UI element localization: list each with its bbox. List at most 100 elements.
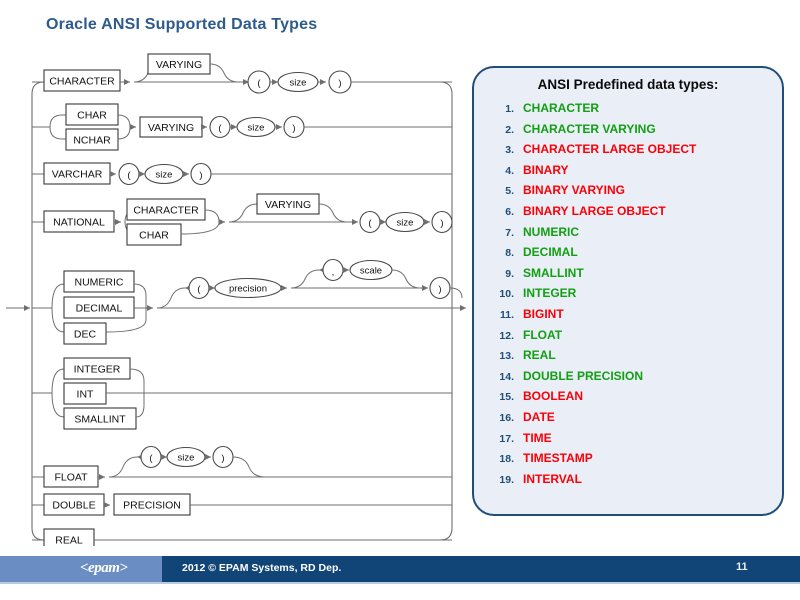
list-item-label: SMALLINT [523,265,584,280]
list-item: 14. DOUBLE PRECISION [484,369,774,390]
token-real-label: REAL [55,535,83,547]
token-precision-label: precision [229,284,267,295]
list-item: 2. CHARACTER VARYING [484,122,774,143]
list-item-label: TIME [523,430,552,445]
token-dec-label: DEC [74,329,97,341]
list-item-label: CHARACTER VARYING [523,121,656,136]
token-char-label: CHAR [77,110,107,122]
token-integer-label: INTEGER [74,364,121,376]
list-item-number: 13. [499,350,514,363]
token-character-label: CHARACTER [49,76,115,88]
list-item: 13. REAL [484,348,774,369]
token-paren-close-3-label: ) [199,170,202,181]
list-item: 9.SMALLINT [484,266,774,287]
list-item-number: 4. [505,164,514,177]
list-item-label: BINARY LARGE OBJECT [523,203,666,218]
list-item: 16.DATE [484,410,774,431]
row-numeric: NUMERIC DECIMAL DEC ( precision [32,258,463,345]
token-size-4-label: size [397,218,414,229]
token-paren-open-6-label: ( [149,453,153,464]
row-float: FLOAT ( size ) [32,445,452,488]
token-nchar-label: NCHAR [73,135,111,147]
token-paren-open-2-label: ( [218,123,222,134]
list-item: 6.BINARY LARGE OBJECT [484,204,774,225]
list-item-label: INTEGER [523,286,577,301]
right-rail-bottom-corner [430,527,453,541]
list-item: 10. INTEGER [484,286,774,307]
token-paren-close-6-label: ) [221,453,224,464]
list-item-label: DOUBLE PRECISION [523,368,644,383]
list-item-label: DECIMAL [523,245,578,260]
token-paren-close-2-label: ) [292,123,295,134]
token-national-label: NATIONAL [53,217,105,229]
token-precision-kw-label: PRECISION [123,500,181,512]
token-character-box [43,69,121,92]
list-item-label: NUMERIC [523,224,579,239]
list-item-number: 17. [499,432,514,445]
token-paren-close-4-label: ) [440,218,443,229]
list-item-number: 1. [505,103,514,115]
row-integer: INTEGER INT SMALLINT [32,357,452,430]
list-item-number: 14. [499,370,514,383]
list-item: 7. NUMERIC [484,225,774,246]
list-item-label: DATE [523,409,555,424]
list-item: 18.TIMESTAMP [484,451,774,472]
list-item-number: 15. [499,391,514,404]
list-item-number: 10. [499,288,514,301]
right-rail-top-corner [430,81,453,95]
footer-copyright: 2012 © EPAM Systems, RD Dep. [182,562,342,574]
list-item-label: BINARY VARYING [523,183,626,198]
token-char-2-label: CHAR [139,230,169,242]
token-numeric-box [63,270,135,293]
list-item-number: 7. [505,226,514,239]
token-paren-open-4-label: ( [368,218,372,229]
list-item: 5. BINARY VARYING [484,183,774,204]
token-size-5-label: size [178,453,195,464]
list-item-number: 19. [499,473,514,486]
token-comma-label: , [332,267,335,278]
list-item: 19.INTERVAL [484,472,774,493]
list-item-number: 5. [505,185,514,198]
token-paren-close-4 [431,210,453,234]
token-varying-3-label: VARYING [265,199,311,211]
row-double-precision: DOUBLE PRECISION [32,493,452,516]
token-int-label: INT [77,389,95,401]
list-item: 1. CHARACTER [484,101,774,122]
list-item: 12.FLOAT [484,328,774,349]
token-scale-label: scale [360,266,382,277]
token-size-3-label: size [156,170,173,181]
list-item-label: REAL [523,348,556,363]
list-item-label: FLOAT [523,327,563,342]
token-paren-close-5-label: ) [438,284,441,295]
list-item-label: CHARACTER LARGE OBJECT [523,142,697,157]
token-smallint-label: SMALLINT [74,414,126,426]
epam-logo: <epam> [80,560,128,576]
token-paren-open-1-label: ( [257,78,261,89]
token-double-label: DOUBLE [52,500,95,512]
list-item: 11.BIGINT [484,307,774,328]
list-item-label: BIGINT [523,306,564,321]
list-item-label: BINARY [523,162,569,177]
token-paren-close-1-label: ) [338,78,341,89]
page-number: 11 [736,561,748,573]
list-item-number: 18. [499,453,514,466]
list-item: 4. BINARY [484,163,774,184]
token-numeric-label: NUMERIC [75,277,124,289]
token-paren-open-5-label: ( [197,284,201,295]
list-item: 15. BOOLEAN [484,389,774,410]
token-float-label: FLOAT [54,472,88,484]
token-size-1-label: size [290,78,307,89]
railroad-diagram: CHARACTER VARYING ( size ) [0,46,466,546]
list-item: 17. TIME [484,431,774,452]
list-item-label: CHARACTER [523,101,599,115]
token-varying-1-label: VARYING [156,59,202,71]
token-size-2-label: size [248,123,265,134]
slide-footer: <epam> 2012 © EPAM Systems, RD Dep. 11 [0,556,800,584]
list-item: 8.DECIMAL [484,245,774,266]
list-item-number: 2. [505,123,514,136]
footer-dark-bar [162,556,800,582]
list-item-label: BOOLEAN [523,389,583,404]
